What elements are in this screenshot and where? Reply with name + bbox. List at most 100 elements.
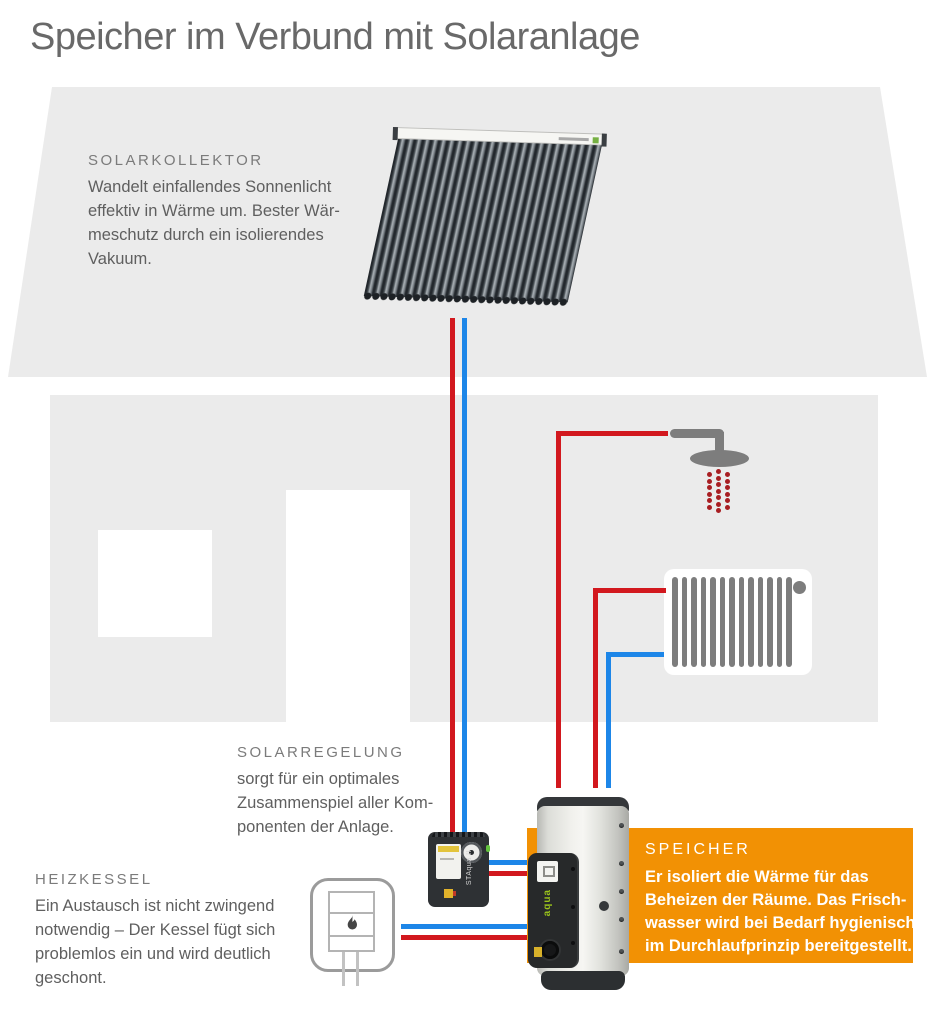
- module-hole: [571, 867, 575, 871]
- radiator-bar: [672, 577, 678, 667]
- flame-icon: [347, 914, 357, 930]
- shower-arm-icon: [670, 429, 724, 438]
- water-drop: [725, 491, 730, 497]
- water-drop: [716, 488, 721, 494]
- water-drop: [725, 498, 730, 503]
- tank-fitting: [619, 917, 624, 922]
- speicher-heading: SPEICHER: [645, 841, 751, 858]
- tank-fitting: [619, 949, 624, 954]
- water-drop: [707, 491, 712, 497]
- radiator-bar: [700, 577, 706, 667]
- radiator-icon: [672, 577, 792, 667]
- pipe-boiler-tank-red: [401, 935, 531, 940]
- text-line: geschont.: [35, 969, 107, 987]
- water-drop: [716, 501, 721, 507]
- pipe-collector-return-blue: [462, 318, 467, 833]
- water-drop: [725, 472, 730, 477]
- radiator-bar: [681, 577, 687, 667]
- heizkessel-heading: HEIZKESSEL: [35, 871, 153, 888]
- text-line: Vakuum.: [88, 250, 152, 268]
- text-line: meschutz durch ein isolierendes: [88, 226, 324, 244]
- radiator-bar: [748, 577, 754, 667]
- pipe-radiator-blue-horizontal: [606, 652, 664, 657]
- pipe-radiator-blue-vertical: [606, 652, 611, 788]
- solarregelung-block: SOLARREGELUNG sorgt für ein optimales Zu…: [237, 744, 433, 839]
- water-drop: [716, 495, 721, 500]
- door-cutout: [286, 490, 410, 722]
- text-line: problemlos ein und wird deutlich: [35, 945, 271, 963]
- text-line: notwendig – Der Kessel fügt sich: [35, 921, 276, 939]
- radiator-bar: [767, 577, 773, 667]
- shower-water-drops: [707, 469, 735, 519]
- radiator-bar: [691, 577, 697, 667]
- controller-dial: [461, 842, 482, 863]
- solar-collector-icon: [363, 139, 602, 303]
- manifold-green-chip: [592, 137, 599, 144]
- tank-fitting: [619, 861, 624, 866]
- water-drop: [707, 485, 712, 490]
- water-drop: [725, 504, 730, 510]
- page-title: Speicher im Verbund mit Solaranlage: [30, 16, 640, 58]
- text-line: ponenten der Anlage.: [237, 818, 394, 836]
- boiler-pipe-leg: [356, 952, 359, 986]
- water-drop: [716, 482, 721, 487]
- radiator-bar: [719, 577, 725, 667]
- controller-display-line: [440, 858, 454, 860]
- text-line: Zusammenspiel aller Kom-: [237, 794, 434, 812]
- boiler-divider: [330, 935, 373, 937]
- text-line: Ein Austausch ist nicht zwingend: [35, 897, 275, 915]
- pipe-boiler-tank-blue: [401, 924, 531, 929]
- water-drop: [716, 469, 721, 474]
- radiator-bar: [786, 577, 792, 667]
- module-display: [537, 861, 558, 882]
- radiator-bar: [710, 577, 716, 667]
- water-drop: [707, 504, 712, 510]
- boiler-pipe-leg: [342, 952, 345, 986]
- controller-display-bar: [438, 846, 459, 852]
- boiler-divider: [330, 912, 373, 914]
- pipe-controller-tank-blue: [489, 860, 531, 865]
- manifold-brand-mark: [558, 137, 589, 142]
- solar-controller-device: STAqua II: [428, 832, 490, 907]
- water-drop: [716, 508, 721, 513]
- solarkollektor-heading: SOLARKOLLEKTOR: [88, 152, 264, 169]
- tank-base: [541, 971, 625, 990]
- module-pump-port: [541, 941, 559, 959]
- water-drop: [707, 498, 712, 503]
- radiator-bar: [738, 577, 744, 667]
- water-drop: [725, 478, 730, 484]
- tank-fitting: [619, 889, 624, 894]
- radiator-bar: [757, 577, 763, 667]
- shower-arm-icon: [715, 432, 724, 456]
- speicher-text-line: im Durchlaufprinzip bereitgestellt.: [645, 937, 912, 955]
- solarregelung-heading: SOLARREGELUNG: [237, 744, 405, 761]
- freshwater-module: aqua: [528, 853, 579, 968]
- speicher-text-line: Beheizen der Räume. Das Frisch-: [645, 891, 907, 909]
- speicher-text-line: wasser wird bei Bedarf hygienisch: [645, 914, 916, 932]
- pipe-collector-flow-red: [450, 318, 455, 833]
- storage-tank: aqua: [528, 797, 631, 990]
- radiator-bar: [729, 577, 735, 667]
- radiator-bar: [776, 577, 782, 667]
- shower-head-icon: [690, 450, 749, 467]
- water-drop: [716, 475, 721, 481]
- pipe-radiator-red-horizontal: [593, 588, 666, 593]
- pipe-shower-red-vertical: [556, 431, 561, 788]
- radiator-valve-knob: [793, 581, 806, 594]
- water-drop: [707, 478, 712, 484]
- speicher-text-line: Er isoliert die Wärme für das: [645, 868, 869, 886]
- module-hole: [571, 905, 575, 909]
- text-line: Wandelt einfallendes Sonnenlicht: [88, 178, 332, 196]
- water-drop: [707, 472, 712, 477]
- manifold-end-cap: [601, 133, 607, 147]
- water-drop: [725, 485, 730, 490]
- pipe-controller-tank-red: [489, 871, 531, 876]
- module-brand-label: aqua: [542, 889, 553, 917]
- text-line: sorgt für ein optimales: [237, 770, 400, 788]
- pipe-radiator-red-vertical: [593, 588, 598, 788]
- controller-model-label: STAqua II: [466, 850, 473, 886]
- tank-fitting: [619, 823, 624, 828]
- solarkollektor-block: SOLARKOLLEKTOR Wandelt einfallendes Sonn…: [88, 152, 340, 271]
- text-line: effektiv in Wärme um. Bester Wär-: [88, 202, 340, 220]
